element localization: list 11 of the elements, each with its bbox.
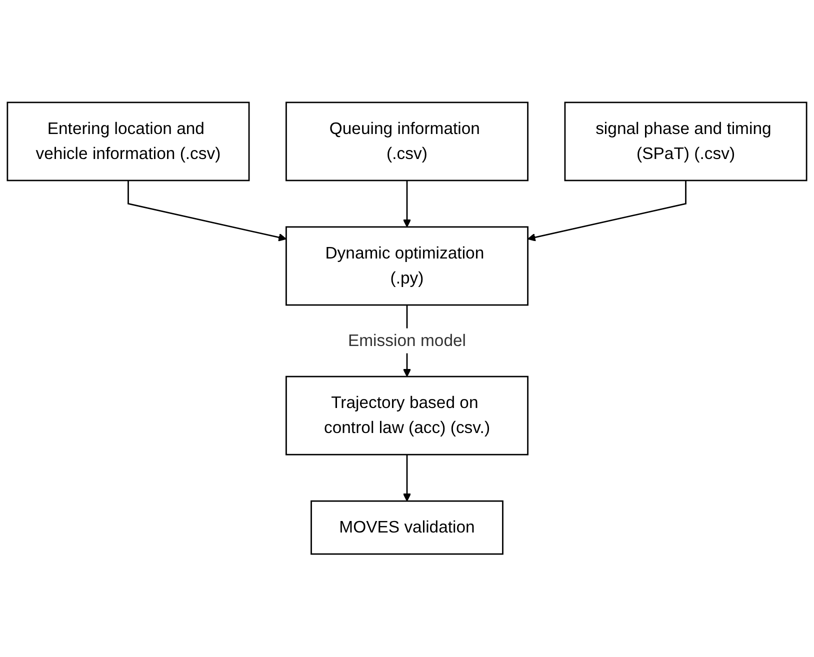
arrow xyxy=(527,180,686,242)
node-box: Trajectory based on control law (acc) (csv.) xyxy=(286,376,528,456)
arrow xyxy=(128,180,287,242)
arrow xyxy=(402,180,412,228)
node-box: Dynamic optimization (.py) xyxy=(286,226,528,306)
node-box: MOVES validation xyxy=(310,500,504,555)
arrow xyxy=(402,454,412,502)
edge-label: Emission model xyxy=(348,331,466,350)
node-box: Entering location and vehicle information (.csv) xyxy=(6,102,250,182)
node-box: Queuing information (.csv) xyxy=(286,102,528,182)
node-box: signal phase and timing (SPaT) (.csv) xyxy=(564,102,808,182)
